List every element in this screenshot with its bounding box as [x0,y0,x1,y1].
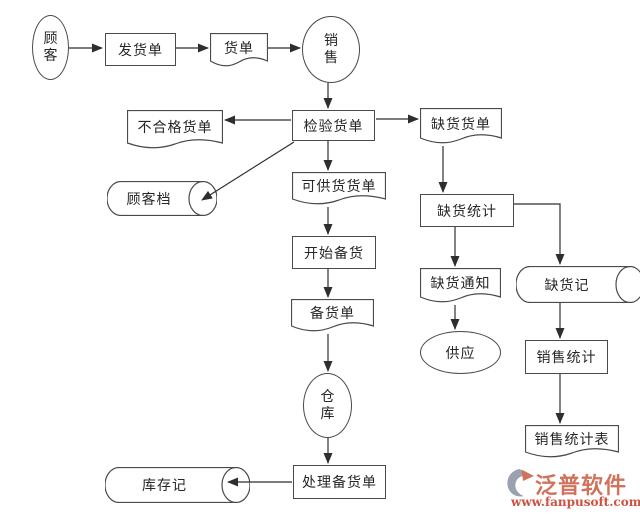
node-customer: 顾客 [32,15,69,80]
fanpu-watermark: 泛普软件 www.fanpusoft.com [504,466,640,514]
node-label: 备货单 [310,306,355,322]
node-label: 处理备货单 [302,475,377,491]
node-process-stocking: 处理备货单 [293,465,386,499]
node-start-stocking: 开始备货 [292,236,376,269]
arrow-stats-to-shortage-record [514,203,565,265]
node-label: 销售统计表 [534,432,610,448]
node-shipping-order: 发货单 [105,33,176,66]
node-label: 开始备货 [304,245,364,262]
node-label: 缺货通知 [430,276,491,292]
node-customer-file: 顾客档 [107,181,217,216]
node-sales-stats: 销售统计 [525,340,608,374]
node-unqualified-list: 不合格货单 [127,110,223,151]
node-label: 库存记 [142,478,187,494]
node-label: 缺货统计 [437,203,497,220]
node-available-list: 可供货货单 [292,172,386,207]
node-sales-report: 销售统计表 [525,425,619,460]
node-label: 缺货记 [544,277,590,294]
node-stocking-list: 备货单 [291,299,374,334]
node-label: 货单 [224,40,254,57]
node-label: 顾客档 [126,191,172,208]
node-sales: 销售 [302,16,360,83]
node-shortage-stats: 缺货统计 [420,194,514,227]
node-inspect-list: 检验货单 [292,110,375,141]
node-shortage-record: 缺货记 [516,266,640,303]
node-supply: 供应 [420,331,501,374]
node-label: 检验货单 [303,118,364,135]
node-label: 发货单 [118,42,163,59]
watermark-url-text: www.fanpusoft.com [511,495,640,509]
node-shortage-notice: 缺货通知 [420,268,501,305]
node-warehouse: 仓库 [303,373,352,438]
node-goods-list: 货单 [210,33,268,69]
node-label: 可供货货单 [301,179,377,195]
node-label: 仓库 [320,388,335,422]
node-label: 供应 [445,345,476,362]
node-shortage-list: 缺货货单 [420,108,502,146]
node-label: 缺货货单 [431,116,491,133]
fanpu-logo-icon [507,469,534,497]
node-label: 不合格货单 [137,120,213,136]
node-label: 销售 [324,32,338,66]
node-label: 销售统计 [536,350,597,366]
watermark-brand-text: 泛普软件 [535,474,628,499]
node-label: 顾客 [43,30,58,64]
node-inventory-record: 库存记 [105,467,250,503]
